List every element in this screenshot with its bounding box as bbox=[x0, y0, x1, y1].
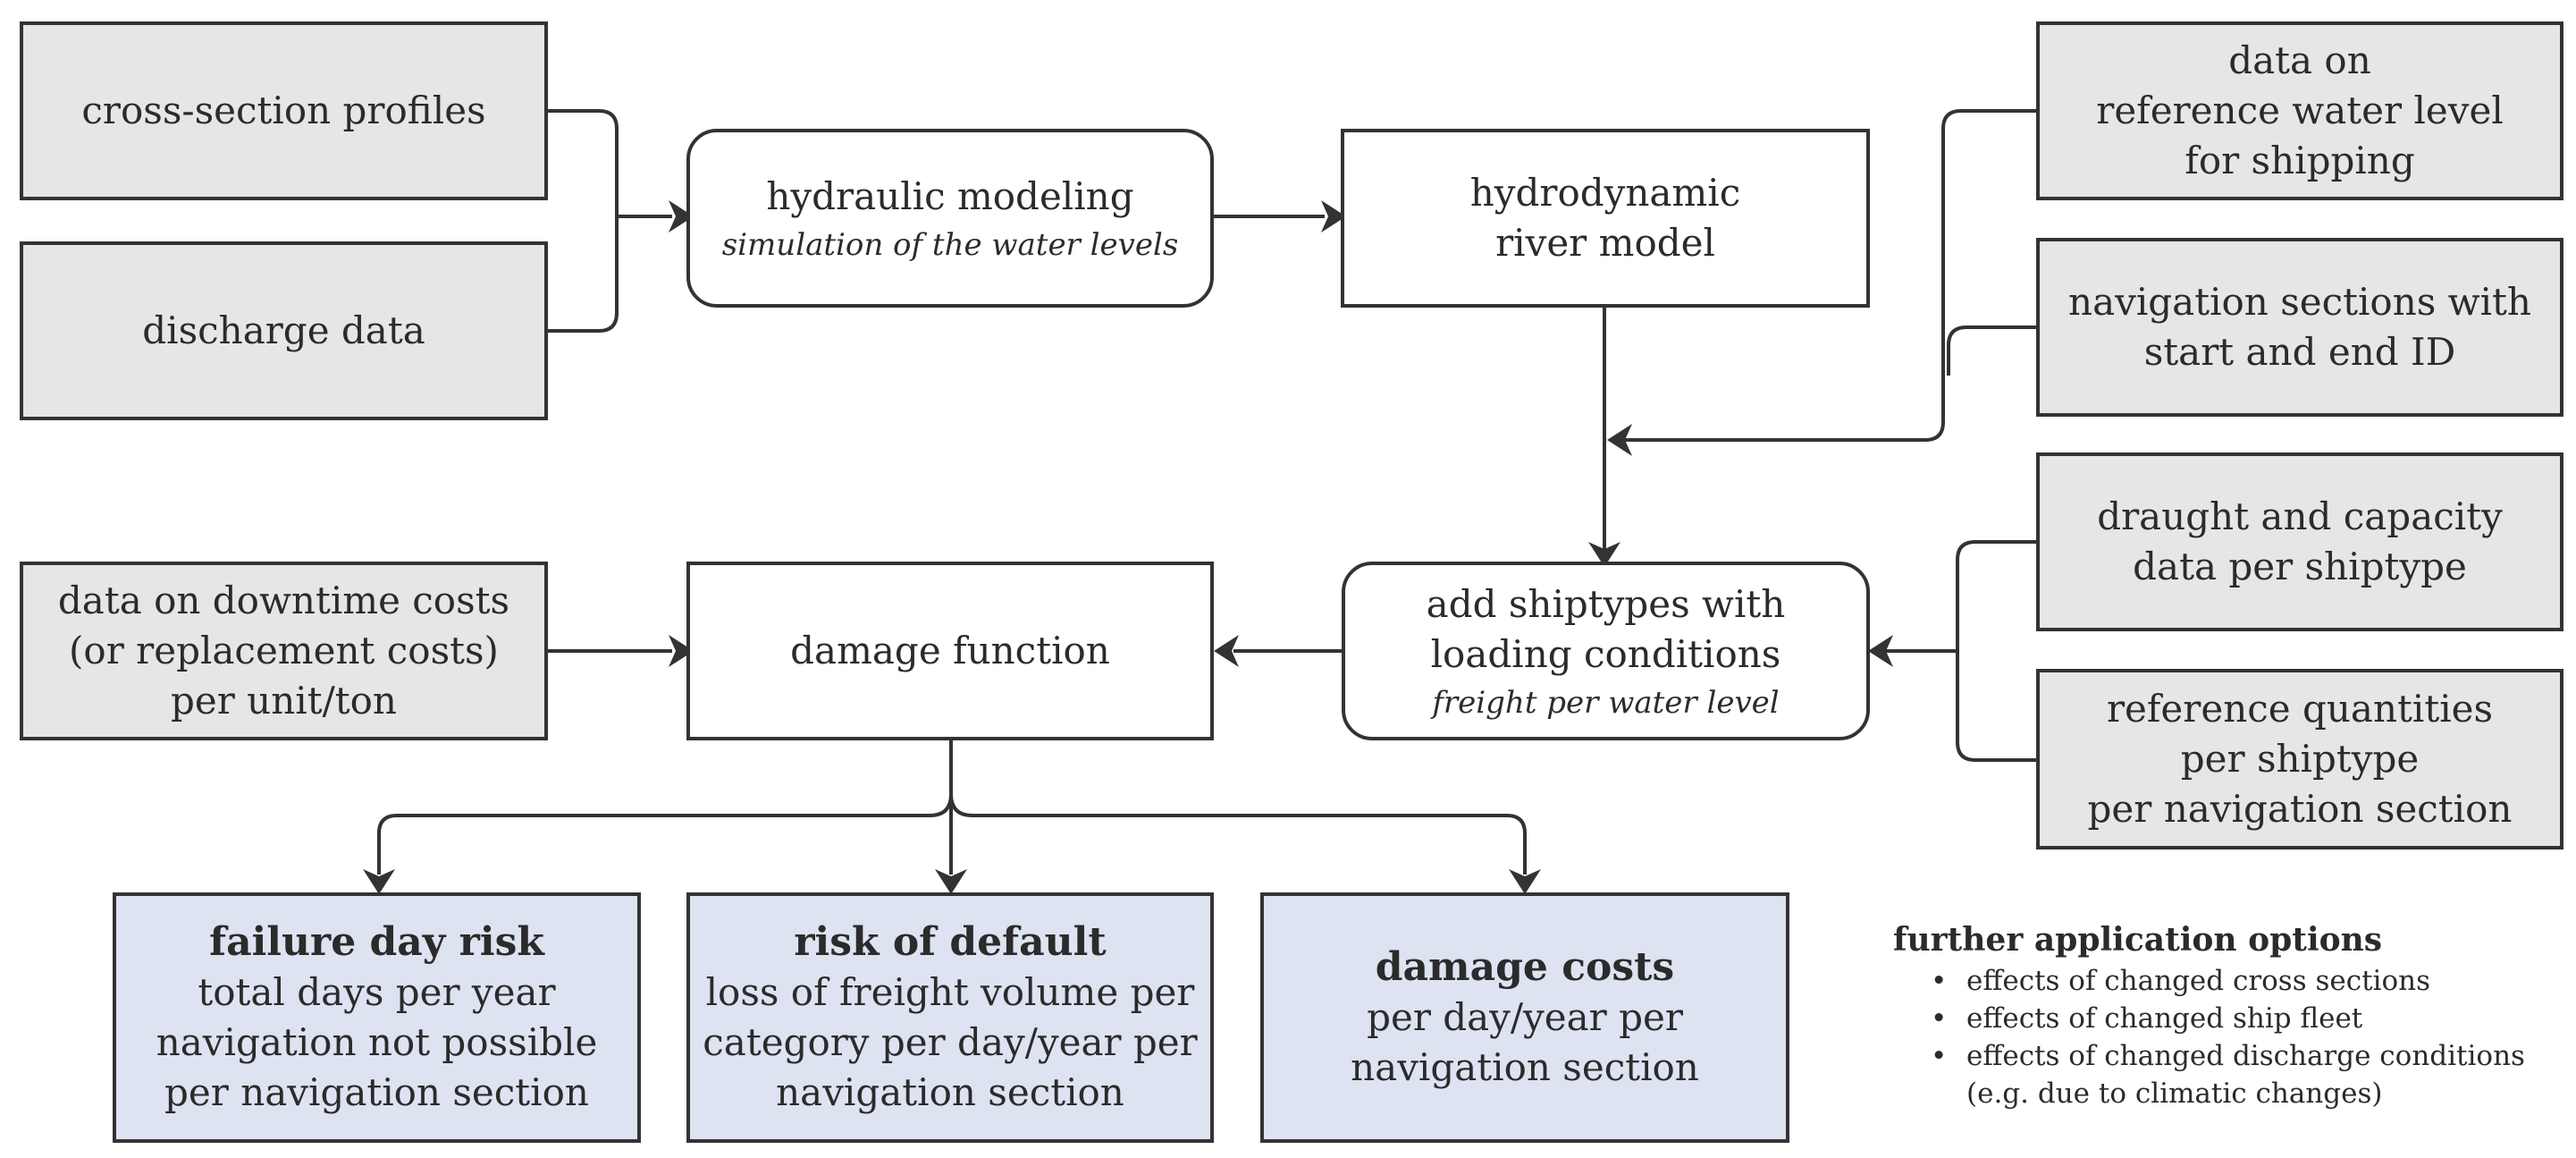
further-option-item: • effects of changed discharge conditions bbox=[1893, 1037, 2555, 1075]
hydrodynamic-line-2: river model bbox=[1495, 221, 1715, 265]
further-options-list: • effects of changed cross sections • effe… bbox=[1893, 962, 2555, 1112]
bullet-icon: • bbox=[1931, 1002, 1948, 1035]
reference-quantities-box: reference quantities per shiptype per na… bbox=[2036, 669, 2563, 849]
hydrodynamic-line-1: hydrodynamic bbox=[1469, 171, 1741, 215]
connector-cross-section bbox=[548, 109, 619, 216]
draught-capacity-line-1: draught and capacity bbox=[2097, 494, 2503, 538]
further-option-item: • effects of changed ship fleet bbox=[1893, 1000, 2555, 1037]
reference-quantities-line-1: reference quantities bbox=[2106, 687, 2494, 731]
cross-section-profiles-box: cross-section profiles bbox=[20, 21, 548, 200]
connector-draught bbox=[1956, 540, 2040, 651]
failure-day-risk-title: failure day risk bbox=[209, 919, 544, 965]
reference-quantities-line-3: per navigation section bbox=[2087, 787, 2513, 831]
arrowhead-damage-left bbox=[669, 635, 694, 667]
damage-function-box: damage function bbox=[686, 562, 1214, 740]
navigation-sections-box: navigation sections with start and end I… bbox=[2036, 238, 2563, 417]
arrowhead-hydrodynamic bbox=[1321, 200, 1346, 232]
navigation-sections-line-1: navigation sections with bbox=[2068, 280, 2531, 324]
hydrodynamic-river-model-box: hydrodynamic river model bbox=[1341, 129, 1870, 308]
failure-day-risk-line-2: navigation not possible bbox=[156, 1020, 598, 1064]
reference-water-level-line-1: data on bbox=[2228, 38, 2371, 82]
connector-to-damage-costs bbox=[949, 793, 1527, 875]
further-option-text: (e.g. due to climatic changes) bbox=[1966, 1078, 2383, 1110]
arrowhead-water-level-join bbox=[1607, 424, 1632, 456]
connector-reference-quantities bbox=[1956, 651, 2040, 762]
further-application-options: further application options • effects of … bbox=[1893, 919, 2555, 1112]
add-shiptypes-line-2: loading conditions bbox=[1430, 632, 1781, 676]
further-option-item: • effects of changed cross sections bbox=[1893, 962, 2555, 1000]
downtime-costs-box: data on downtime costs (or replacement c… bbox=[20, 562, 548, 740]
arrowhead-shiptypes-right bbox=[1868, 635, 1893, 667]
connector-to-failure-day bbox=[377, 793, 953, 875]
hydraulic-modeling-box: hydraulic modeling simulation of the wat… bbox=[686, 129, 1214, 308]
failure-day-risk-line-1: total days per year bbox=[198, 970, 556, 1014]
reference-water-level-line-2: reference water level bbox=[2096, 89, 2504, 132]
hydraulic-modeling-title: hydraulic modeling bbox=[766, 174, 1134, 218]
arrowhead-damage-right bbox=[1214, 635, 1239, 667]
arrowhead-shiptypes-top bbox=[1588, 542, 1621, 567]
damage-function-label: damage function bbox=[790, 629, 1110, 672]
further-option-text: effects of changed cross sections bbox=[1966, 965, 2430, 997]
discharge-data-label: discharge data bbox=[142, 309, 425, 352]
downtime-costs-line-3: per unit/ton bbox=[171, 679, 397, 723]
damage-costs-line-1: per day/year per bbox=[1367, 995, 1683, 1039]
draught-capacity-line-2: data per shiptype bbox=[2133, 545, 2467, 588]
arrowhead-failure-day bbox=[363, 869, 395, 894]
downtime-costs-line-1: data on downtime costs bbox=[57, 579, 510, 622]
failure-day-risk-line-3: per navigation section bbox=[164, 1070, 589, 1114]
reference-quantities-line-2: per shiptype bbox=[2180, 737, 2420, 781]
connector-navigation-sections bbox=[1947, 325, 2040, 376]
connector-discharge bbox=[548, 216, 619, 333]
further-option-text: effects of changed discharge conditions bbox=[1966, 1040, 2525, 1072]
damage-costs-title: damage costs bbox=[1375, 944, 1675, 990]
downtime-costs-line-2: (or replacement costs) bbox=[69, 629, 499, 672]
risk-of-default-line-2: category per day/year per bbox=[703, 1020, 1198, 1064]
discharge-data-box: discharge data bbox=[20, 241, 548, 420]
reference-water-level-line-3: for shipping bbox=[2185, 139, 2415, 182]
add-shiptypes-subtitle: freight per water level bbox=[1432, 685, 1780, 721]
cross-section-profiles-label: cross-section profiles bbox=[81, 89, 486, 132]
add-shiptypes-box: add shiptypes with loading conditions fr… bbox=[1342, 562, 1870, 740]
failure-day-risk-box: failure day risk total days per year nav… bbox=[113, 892, 641, 1143]
navigation-sections-line-2: start and end ID bbox=[2143, 330, 2456, 374]
damage-costs-box: damage costs per day/year per navigation… bbox=[1260, 892, 1789, 1143]
further-options-title: further application options bbox=[1893, 921, 2383, 959]
risk-of-default-line-1: loss of freight volume per bbox=[705, 970, 1195, 1014]
risk-of-default-line-3: navigation section bbox=[776, 1070, 1124, 1114]
reference-water-level-box: data on reference water level for shippi… bbox=[2036, 21, 2563, 200]
further-option-continuation: (e.g. due to climatic changes) bbox=[1893, 1075, 2555, 1112]
bullet-icon: • bbox=[1931, 965, 1948, 997]
further-option-text: effects of changed ship fleet bbox=[1966, 1002, 2363, 1035]
arrowhead-hydraulic bbox=[669, 200, 694, 232]
connector-reference-water-level bbox=[1625, 109, 2040, 442]
add-shiptypes-line-1: add shiptypes with bbox=[1426, 582, 1786, 626]
arrowhead-risk-default bbox=[935, 869, 967, 894]
hydraulic-modeling-subtitle: simulation of the water levels bbox=[721, 227, 1179, 263]
arrowhead-damage-costs bbox=[1509, 869, 1541, 894]
bullet-icon: • bbox=[1931, 1040, 1948, 1072]
risk-of-default-box: risk of default loss of freight volume p… bbox=[686, 892, 1214, 1143]
damage-costs-line-2: navigation section bbox=[1351, 1045, 1699, 1089]
draught-capacity-box: draught and capacity data per shiptype bbox=[2036, 452, 2563, 631]
risk-of-default-title: risk of default bbox=[794, 919, 1107, 965]
